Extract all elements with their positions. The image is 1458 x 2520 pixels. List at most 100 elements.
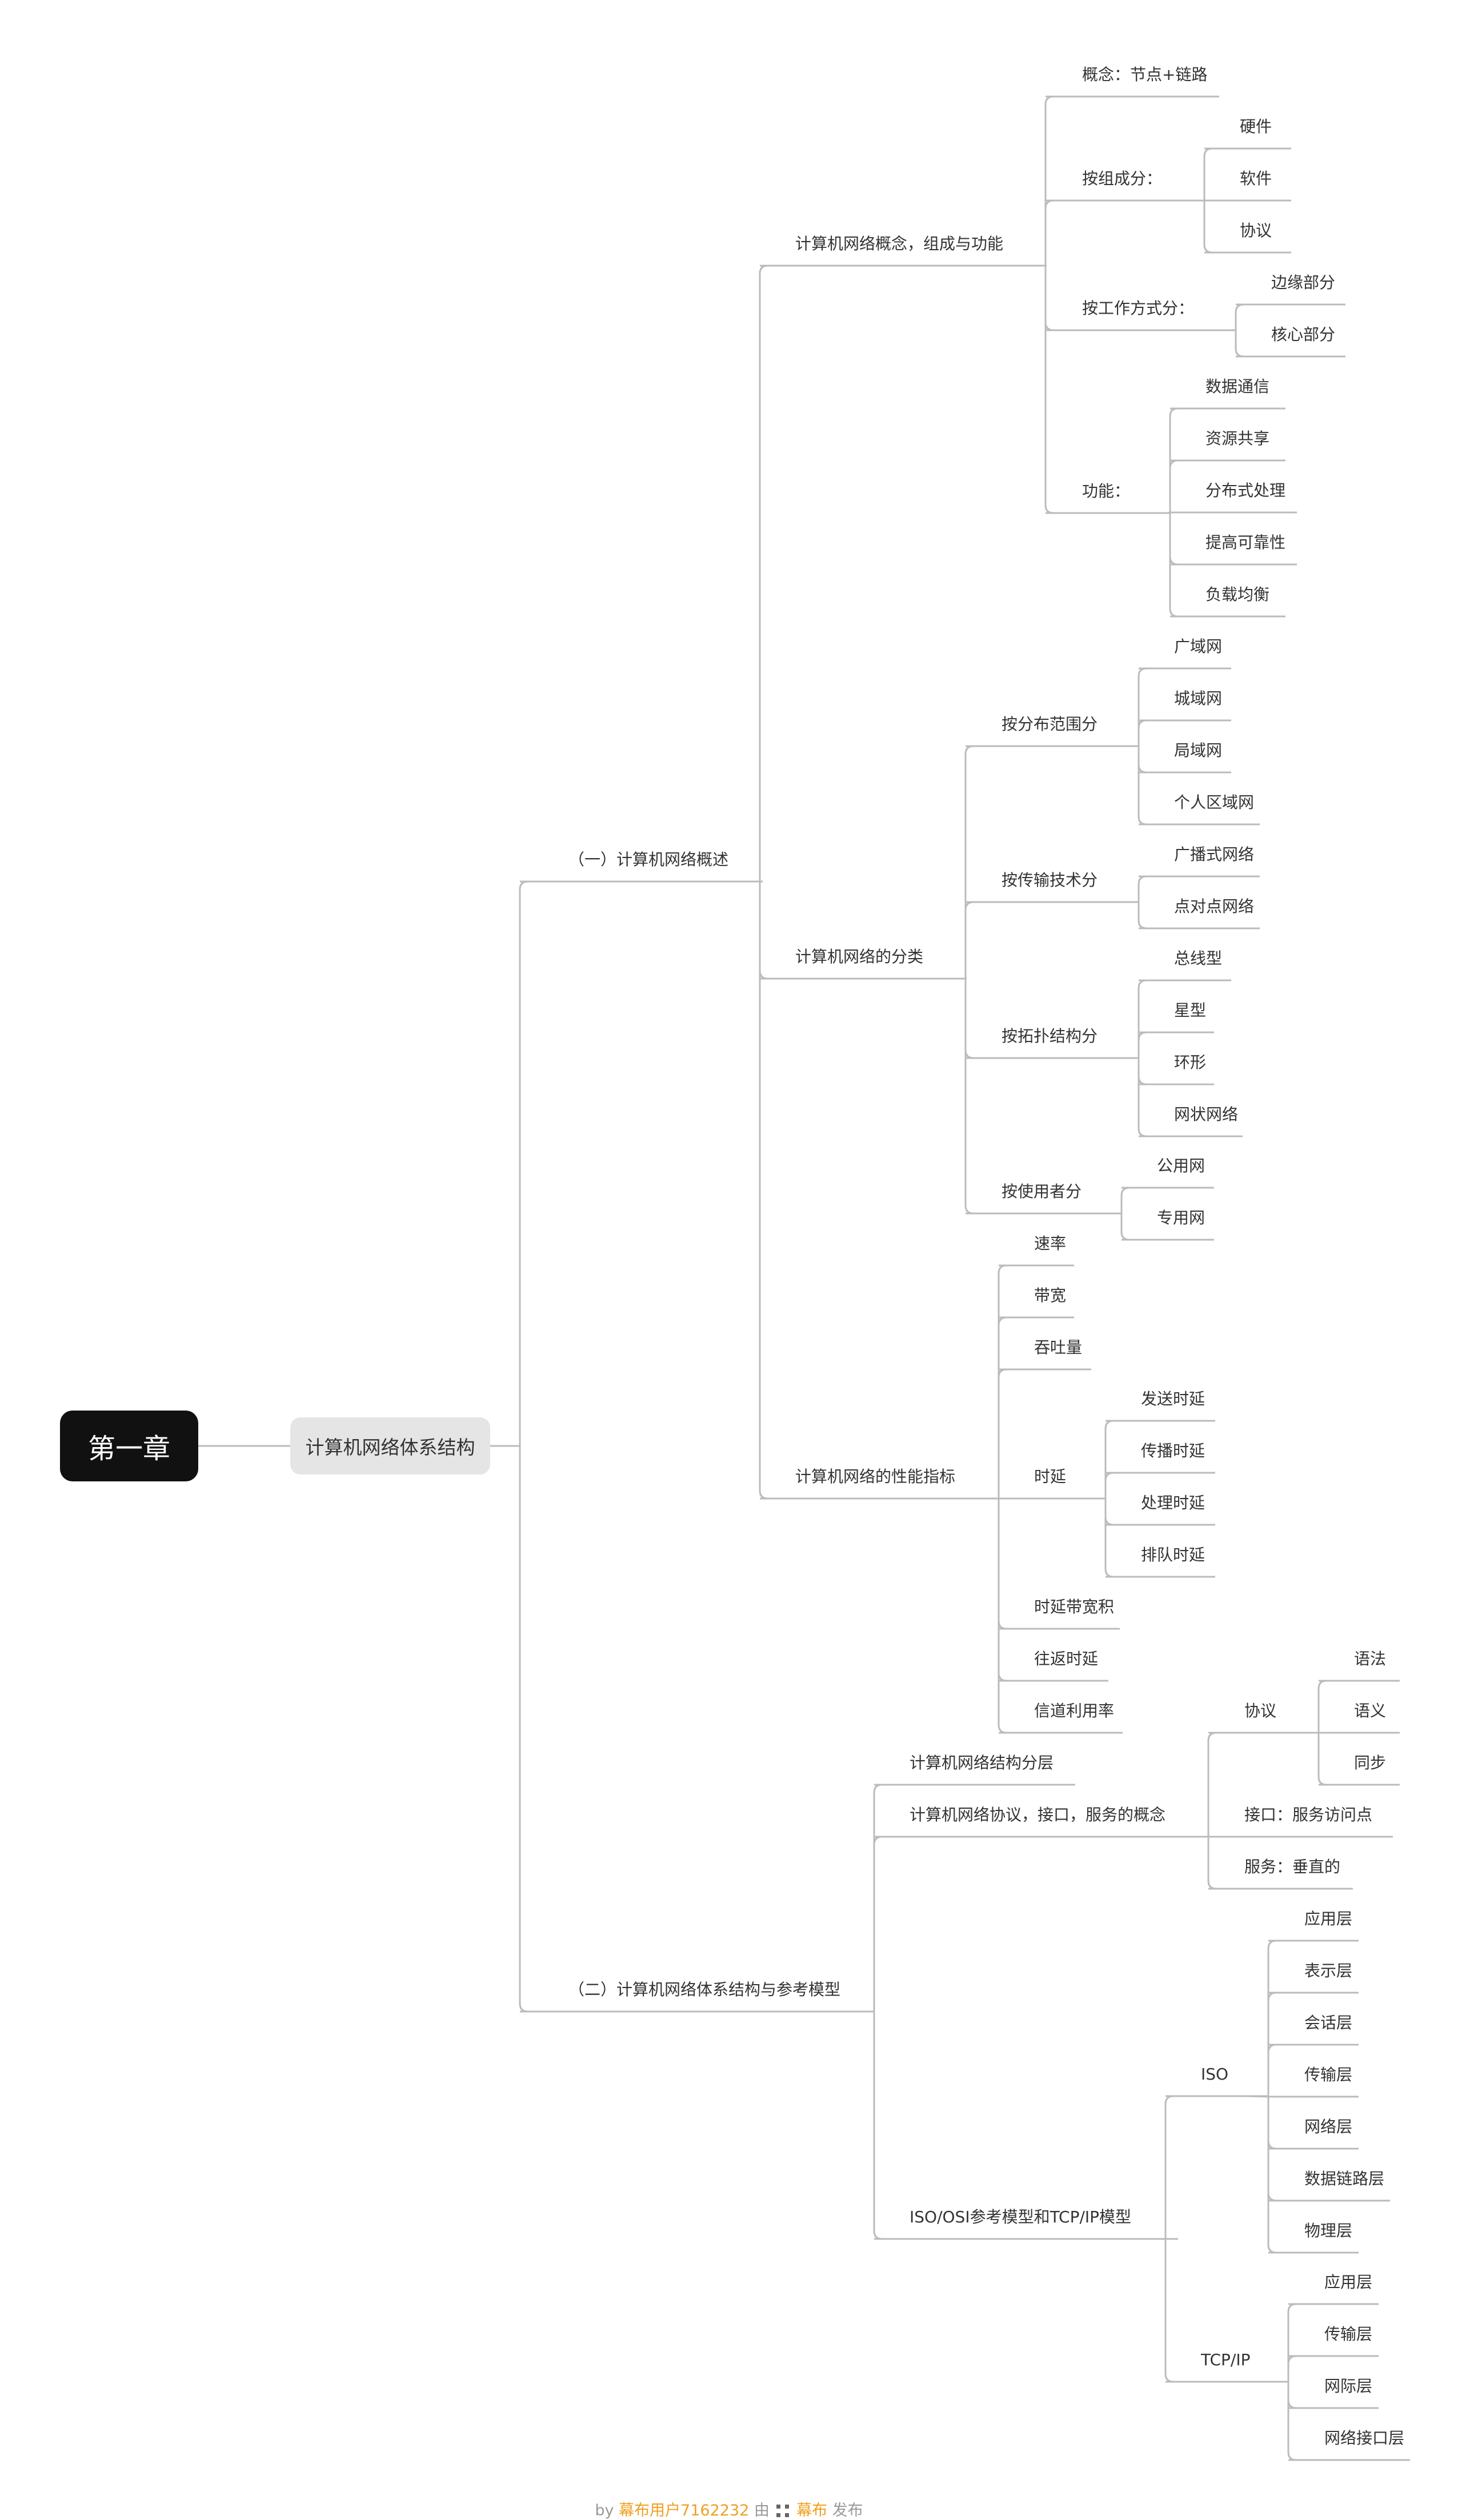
node-s2c1a[interactable]: 应用层 — [1304, 1909, 1353, 1928]
footer-user-link[interactable]: 幕布用户7162232 — [619, 2502, 750, 2519]
node-s2c2d[interactable]: 网络接口层 — [1324, 2429, 1405, 2447]
connector-s1b3d — [1127, 1057, 1147, 1137]
connector-s2c2a — [1264, 2303, 1297, 2383]
node-s2b1a[interactable]: 语法 — [1354, 1649, 1387, 1668]
node-s1b2[interactable]: 按传输技术分 — [1002, 871, 1098, 890]
node-s2b[interactable]: 计算机网络协议，接口，服务的概念 — [910, 1805, 1166, 1824]
node-s1c4[interactable]: 时延 — [1034, 1467, 1067, 1486]
node-s1b4a[interactable]: 公用网 — [1157, 1156, 1205, 1175]
connector-s2c2d — [1264, 2381, 1297, 2461]
root-node-label: 第一章 — [87, 1433, 170, 1465]
node-s1c7[interactable]: 信道利用率 — [1034, 1701, 1115, 1720]
node-s1b1a[interactable]: 广域网 — [1174, 637, 1223, 656]
connector-s2c2c — [1264, 2381, 1297, 2409]
node-s1a4[interactable]: 功能： — [1082, 482, 1131, 500]
connector-s1c7 — [998, 1497, 1007, 1734]
node-s1a4d[interactable]: 提高可靠性 — [1205, 533, 1286, 552]
node-s1a[interactable]: 计算机网络概念，组成与功能 — [795, 234, 1004, 253]
node-s2[interactable]: （二）计算机网络体系结构与参考模型 — [568, 1980, 841, 1999]
connector-s1a4 — [1044, 265, 1054, 514]
node-s1[interactable]: （一）计算机网络概述 — [568, 850, 729, 869]
node-s1c4c[interactable]: 处理时延 — [1141, 1493, 1205, 1512]
node-s1c2[interactable]: 带宽 — [1034, 1286, 1067, 1305]
node-s1c1[interactable]: 速率 — [1034, 1234, 1067, 1253]
footer-brand-link[interactable]: 幕布 — [796, 2502, 828, 2519]
node-s1c3[interactable]: 吞吐量 — [1034, 1338, 1083, 1357]
connector-s1b4 — [964, 977, 974, 1215]
node-s1b3b[interactable]: 星型 — [1174, 1001, 1207, 1020]
node-s1c4b[interactable]: 传播时延 — [1141, 1441, 1205, 1460]
node-s1b2a[interactable]: 广播式网络 — [1174, 845, 1255, 864]
node-s1b4[interactable]: 按使用者分 — [1002, 1182, 1082, 1201]
root-node[interactable]: 第一章 — [60, 1411, 198, 1481]
connector-s1c4b — [1074, 1472, 1114, 1500]
connector-s2c1b — [1244, 1992, 1277, 2097]
node-s2c1f[interactable]: 数据链路层 — [1304, 2169, 1385, 2188]
node-s2c1g[interactable]: 物理层 — [1304, 2221, 1353, 2240]
node-s1a2b[interactable]: 软件 — [1240, 169, 1272, 188]
node-s1a4e[interactable]: 负载均衡 — [1205, 585, 1270, 604]
node-s1a4a[interactable]: 数据通信 — [1205, 377, 1270, 396]
connector-s1a4e — [1168, 512, 1179, 618]
node-s1c6[interactable]: 往返时延 — [1034, 1649, 1099, 1668]
node-s1c[interactable]: 计算机网络的性能指标 — [795, 1467, 956, 1486]
node-s1a4c[interactable]: 分布式处理 — [1205, 481, 1286, 500]
node-s1a2c[interactable]: 协议 — [1240, 221, 1272, 240]
connector-s2c2b — [1264, 2355, 1297, 2383]
node-s2c2a[interactable]: 应用层 — [1324, 2273, 1373, 2291]
mubu-logo-icon — [776, 2505, 790, 2517]
node-s2a[interactable]: 计算机网络结构分层 — [910, 1753, 1054, 1772]
node-s2b1c[interactable]: 同步 — [1354, 1753, 1387, 1772]
node-s1a1[interactable]: 概念：节点+链路 — [1082, 65, 1208, 84]
node-s1a2[interactable]: 按组成分： — [1082, 169, 1163, 188]
node-s1a2a[interactable]: 硬件 — [1240, 117, 1272, 136]
node-s2c1e[interactable]: 网络层 — [1304, 2117, 1353, 2136]
main-topic-node[interactable]: 计算机网络体系结构 — [290, 1417, 490, 1475]
connector-s1b4b — [1110, 1212, 1130, 1241]
connector-s1c4d — [1074, 1497, 1114, 1578]
connector-s1b2b — [1127, 901, 1147, 930]
node-s1c5[interactable]: 时延带宽积 — [1034, 1597, 1115, 1616]
node-s1b1d[interactable]: 个人区域网 — [1174, 793, 1255, 812]
connector-s1b3b — [1127, 1031, 1147, 1059]
connector-s1b4a — [1110, 1187, 1130, 1215]
node-s1b3a[interactable]: 总线型 — [1174, 949, 1223, 968]
connector-s2c1g — [1244, 2095, 1277, 2254]
node-s1c4a[interactable]: 发送时延 — [1141, 1389, 1205, 1408]
node-s2b1[interactable]: 协议 — [1244, 1701, 1277, 1720]
node-s1b1b[interactable]: 城域网 — [1174, 689, 1223, 708]
node-s2b2[interactable]: 接口：服务访问点 — [1244, 1805, 1373, 1824]
connector-s1b3c — [1127, 1057, 1147, 1085]
node-s1a3b[interactable]: 核心部分 — [1271, 325, 1336, 344]
node-s2c2c[interactable]: 网际层 — [1324, 2377, 1373, 2395]
node-s2c1d[interactable]: 传输层 — [1304, 2065, 1353, 2084]
node-s2b1b[interactable]: 语义 — [1354, 1701, 1387, 1720]
connector-s1c5 — [998, 1497, 1007, 1630]
node-s2c2b[interactable]: 传输层 — [1324, 2325, 1373, 2343]
node-s2c2[interactable]: TCP/IP — [1201, 2350, 1251, 2369]
connector-s1b2a — [1127, 875, 1147, 903]
node-s2c[interactable]: ISO/OSI参考模型和TCP/IP模型 — [910, 2207, 1132, 2226]
node-s1b[interactable]: 计算机网络的分类 — [795, 947, 924, 966]
connector-s2b1 — [1195, 1732, 1217, 1838]
connector-s1a3b — [1233, 329, 1244, 358]
node-s1a4b[interactable]: 资源共享 — [1205, 429, 1270, 448]
node-s2c1c[interactable]: 会话层 — [1304, 2013, 1353, 2032]
node-s1b4b[interactable]: 专用网 — [1157, 1208, 1205, 1227]
node-s1b2b[interactable]: 点对点网络 — [1174, 897, 1255, 916]
node-s1c4d[interactable]: 排队时延 — [1141, 1545, 1205, 1564]
connector-s1c4c — [1074, 1497, 1114, 1526]
node-s2b3[interactable]: 服务：垂直的 — [1244, 1857, 1341, 1876]
connector-s1a3a — [1233, 303, 1244, 331]
connector-s2c2 — [1164, 2238, 1178, 2383]
node-s1b1[interactable]: 按分布范围分 — [1002, 715, 1098, 734]
node-s2c1b[interactable]: 表示层 — [1304, 1961, 1353, 1980]
node-s2c1[interactable]: ISO — [1201, 2065, 1229, 2084]
connector-s2b3 — [1195, 1836, 1217, 1890]
node-s1b3[interactable]: 按拓扑结构分 — [1002, 1027, 1098, 1045]
node-s1b3d[interactable]: 网状网络 — [1174, 1105, 1239, 1124]
node-s1b3c[interactable]: 环形 — [1174, 1053, 1207, 1072]
node-s1a3a[interactable]: 边缘部分 — [1271, 273, 1336, 292]
node-s1b1c[interactable]: 局域网 — [1174, 741, 1223, 760]
node-s1a3[interactable]: 按工作方式分： — [1082, 299, 1195, 318]
